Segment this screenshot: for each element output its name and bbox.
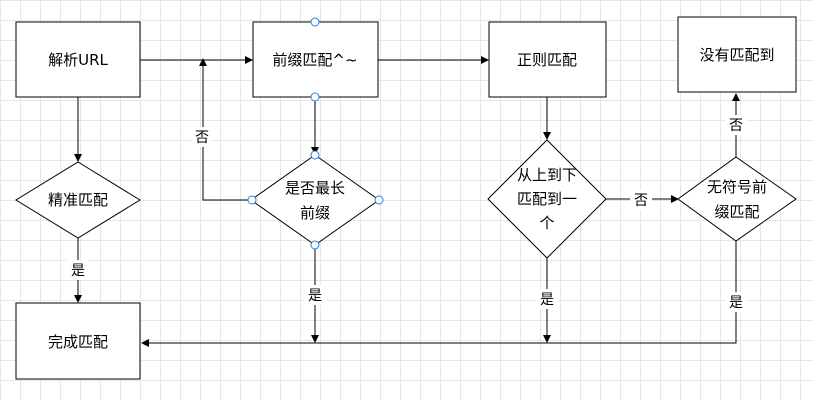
node-label-line-1: 无符号前 xyxy=(707,178,767,196)
edge-label-yes: 是 xyxy=(71,263,85,279)
node-longest-prefix[interactable]: 是否最长 前缀 xyxy=(250,154,380,246)
node-done[interactable]: 完成匹配 xyxy=(15,302,141,380)
node-parse-url[interactable]: 解析URL xyxy=(15,21,141,98)
arrow-head xyxy=(671,195,679,203)
node-regex-match[interactable]: 正则匹配 xyxy=(488,21,607,98)
connection-handle[interactable] xyxy=(374,195,384,205)
node-label: 正则匹配 xyxy=(517,51,577,69)
label-bg xyxy=(67,260,89,280)
arrow-head xyxy=(732,93,740,101)
node-top-down[interactable]: 从上到下 匹配到一 个 xyxy=(487,139,607,259)
node-label: 解析URL xyxy=(48,51,108,69)
node-label: 没有匹配到 xyxy=(699,46,774,64)
node-no-match[interactable]: 没有匹配到 xyxy=(677,16,797,93)
arrow-head xyxy=(481,56,489,64)
connection-handle[interactable] xyxy=(310,240,320,250)
node-label-line-1: 从上到下 xyxy=(517,166,577,184)
edge-labels: 否 是 是 是 否 否 是 xyxy=(67,115,747,312)
edge-bottom-return xyxy=(148,241,737,344)
label-bg xyxy=(725,292,747,312)
node-no-symbol-prefix[interactable]: 无符号前 缀匹配 xyxy=(677,156,797,242)
connection-handle[interactable] xyxy=(310,150,320,160)
node-label: 精准匹配 xyxy=(48,191,108,209)
node-prefix-match[interactable]: 前缀匹配^~ xyxy=(252,21,379,98)
node-label-line-2: 缀匹配 xyxy=(714,203,759,221)
node-label-line-1: 是否最长 xyxy=(285,179,345,197)
edge-longest-no-loop xyxy=(202,66,251,201)
arrow-head xyxy=(74,154,82,162)
label-bg xyxy=(192,127,212,147)
edge-label-no: 否 xyxy=(729,118,743,134)
node-label: 前缀匹配^~ xyxy=(272,51,357,69)
arrow-head xyxy=(245,56,253,64)
node-label-line-2: 匹配到一 xyxy=(517,190,577,208)
label-bg xyxy=(536,289,558,309)
node-label-line-3: 个 xyxy=(539,214,554,232)
connection-handle[interactable] xyxy=(310,92,320,102)
arrow-head xyxy=(141,339,149,347)
node-label-line-2: 前缀 xyxy=(300,204,330,222)
connection-handles[interactable] xyxy=(247,17,384,250)
arrow-head xyxy=(74,295,82,303)
arrow-head xyxy=(543,132,551,140)
connection-handle[interactable] xyxy=(310,17,320,27)
edge-label-yes: 是 xyxy=(308,288,322,304)
connection-handle[interactable] xyxy=(247,195,257,205)
arrow-head xyxy=(311,335,319,343)
edge-label-no: 否 xyxy=(195,130,209,146)
arrow-head xyxy=(543,335,551,343)
edge-label-yes: 是 xyxy=(540,292,554,308)
edge-label-no: 否 xyxy=(634,193,648,209)
node-exact-match[interactable]: 精准匹配 xyxy=(15,161,141,239)
label-bg xyxy=(630,190,652,210)
arrow-head xyxy=(199,58,207,66)
node-label: 完成匹配 xyxy=(48,333,108,351)
label-bg xyxy=(725,115,747,135)
edge-label-yes: 是 xyxy=(729,295,743,311)
label-bg xyxy=(304,285,326,305)
